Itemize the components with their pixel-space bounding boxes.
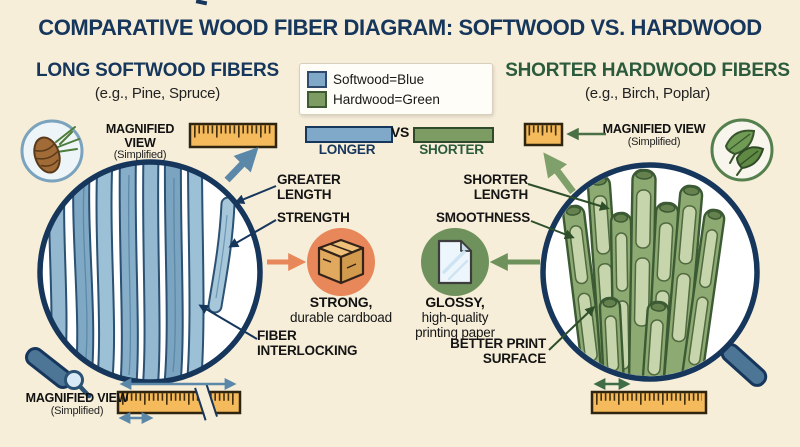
magnified-view-label: MAGNIFIED VIEW [25,391,129,405]
hardwood-subheading: (e.g., Birch, Poplar) [584,85,710,102]
leader-fiber-interlocking [198,304,258,340]
magnified-view-bottom-left: MAGNIFIED VIEW (Simplified) [25,391,129,417]
leader-better-print [548,305,596,351]
glossy-paper-icon [421,228,489,296]
leader-smoothness [530,220,575,240]
callout-strength: STRENGTH [277,210,350,225]
legend-item-hardwood: Hardwood=Green [307,89,485,109]
arrow-lens-to-ruler-right [543,152,576,195]
magnified-view-sub: (Simplified) [627,135,681,148]
hardwood-product-desc-line1: high-quality [421,310,489,325]
softwood-color-swatch [307,70,327,88]
softwood-length-bar [305,126,393,143]
magnified-view-sub: (Simplified) [113,149,167,161]
legend-item-softwood: Softwood=Blue [307,69,485,89]
softwood-product-desc: durable cardboad [290,310,392,325]
page-title: COMPARATIVE WOOD FIBER DIAGRAM: SOFTWOOD… [38,15,762,40]
magnified-view-label: MAGNIFIED VIEW [602,122,706,136]
cardboard-box-icon [307,228,375,296]
magnified-view-sub: (Simplified) [50,404,104,417]
legend-label: Hardwood=Green [333,91,440,107]
pine-cone-icon [20,119,84,183]
stray-mark [195,0,208,6]
callout-better-print-surface: BETTER PRINT SURFACE [450,336,546,366]
magnified-view-left: MAGNIFIED VIEW (Simplified) [90,122,190,162]
leaves-icon [710,118,774,182]
callout-shorter-length: SHORTER LENGTH [463,172,528,202]
legend-label: Softwood=Blue [333,71,425,87]
hardwood-product-desc-line2: printing paper [415,325,495,340]
leader-shorter-length [527,183,610,211]
magnified-view-label: MAGNIFIED VIEW [105,122,175,150]
ruler-bottom-left [116,383,242,421]
ruler-top-left [188,122,278,149]
shorter-label: SHORTER [419,142,484,157]
ruler-top-right [523,122,564,147]
softwood-magnified-lens [37,159,263,385]
hardwood-color-swatch [307,90,327,108]
vs-label: VS [390,124,410,140]
legend: Softwood=Blue Hardwood=Green [299,63,493,115]
leader-strength [228,219,277,248]
softwood-product-title: STRONG, [309,294,373,310]
hardwood-length-bar [413,127,494,143]
arrow-lens-to-ruler-left [224,147,259,183]
callout-greater-length: GREATER LENGTH [277,172,341,202]
magnified-view-right: MAGNIFIED VIEW (Simplified) [602,122,706,148]
ruler-bottom-right [590,390,708,415]
softwood-heading: LONG SOFTWOOD FIBERS [36,60,279,81]
callout-smoothness: SMOOTHNESS [435,210,530,225]
magnifier-small-icon [64,370,92,399]
longer-label: LONGER [318,142,376,157]
softwood-subheading: (e.g., Pine, Spruce) [94,85,221,102]
hardwood-magnified-lens [540,162,760,382]
leader-greater-length [234,185,277,204]
hardwood-heading: SHORTER HARDWOOD FIBERS [505,60,790,81]
callout-fiber-interlocking: FIBER INTERLOCKING [257,328,358,358]
hardwood-product-title: GLOSSY, [425,294,485,310]
